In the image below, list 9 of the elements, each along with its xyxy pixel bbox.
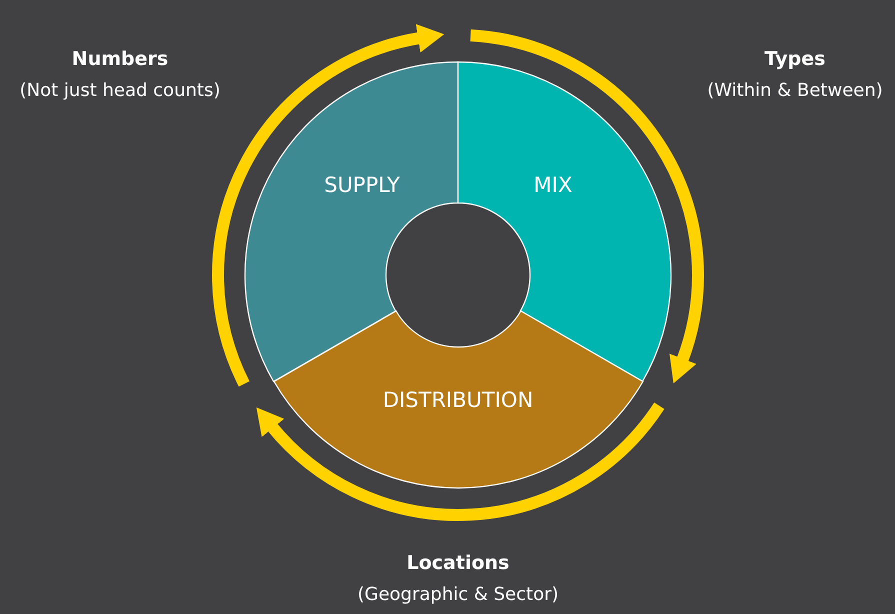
heading-text: Locations [406, 552, 510, 574]
description-text: (Geographic & Sector) [358, 584, 558, 605]
heading-text: Types [764, 48, 826, 70]
sector-label: DISTRIBUTION [382, 388, 534, 412]
heading-text: Numbers [72, 48, 168, 70]
description-text: (Not just head counts) [20, 80, 220, 101]
sector-label: SUPPLY [324, 173, 400, 197]
sector-label: MIX [534, 173, 572, 197]
description-text: (Within & Between) [707, 80, 883, 101]
